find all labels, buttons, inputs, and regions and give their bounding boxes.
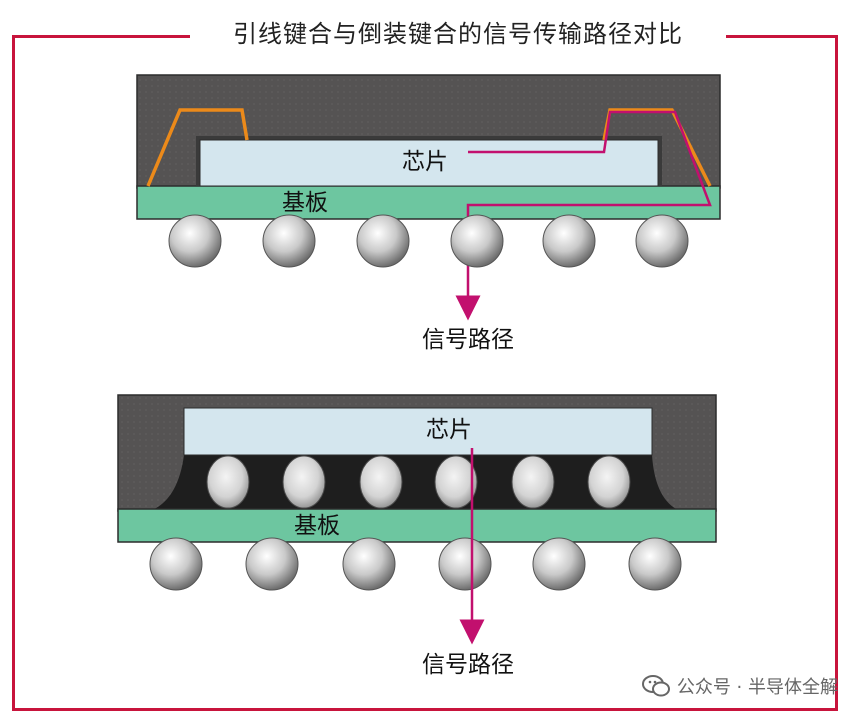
wire-bond-package [136,74,721,321]
wire-bond-chip-label: 芯片 [402,149,448,175]
bump [587,455,631,509]
solder-ball [342,537,396,591]
wire-bond-signal-label: 信号路径 [422,327,514,353]
solder-ball [542,214,596,268]
bump [282,455,326,509]
flip-chip-package [117,394,717,645]
solder-ball [635,214,689,268]
bump [434,455,478,509]
watermark: 公众号 · 半导体全解 [641,671,838,701]
solder-ball [356,214,410,268]
bump [359,455,403,509]
flip-chip-bumps [206,455,631,509]
solder-ball [628,537,682,591]
wire-bond-signal-path [455,110,712,321]
bond-wire-left [146,108,249,187]
flip-chip-signal-label: 信号路径 [422,652,514,678]
solder-ball [532,537,586,591]
wire-bond-substrate-label: 基板 [282,190,328,216]
bump [511,455,555,509]
flip-chip-solder-balls [149,537,682,591]
bump [206,455,250,509]
solder-ball [450,214,504,268]
flip-chip-substrate-label: 基板 [294,513,340,539]
wire-bond-substrate [136,185,721,220]
wechat-icon [641,675,670,697]
solder-ball [168,214,222,268]
solder-ball [245,537,299,591]
solder-ball [438,537,492,591]
flip-chip-substrate [117,508,717,543]
flip-chip-chip-label: 芯片 [426,417,472,443]
wire-bond-solder-balls [168,214,689,268]
solder-ball [149,537,203,591]
watermark-text: 公众号 · 半导体全解 [676,677,838,698]
wire-bond-chip [199,139,659,187]
solder-ball [262,214,316,268]
page-title: 引线键合与倒装键合的信号传输路径对比 [190,14,726,54]
flip-chip-chip [183,407,653,456]
